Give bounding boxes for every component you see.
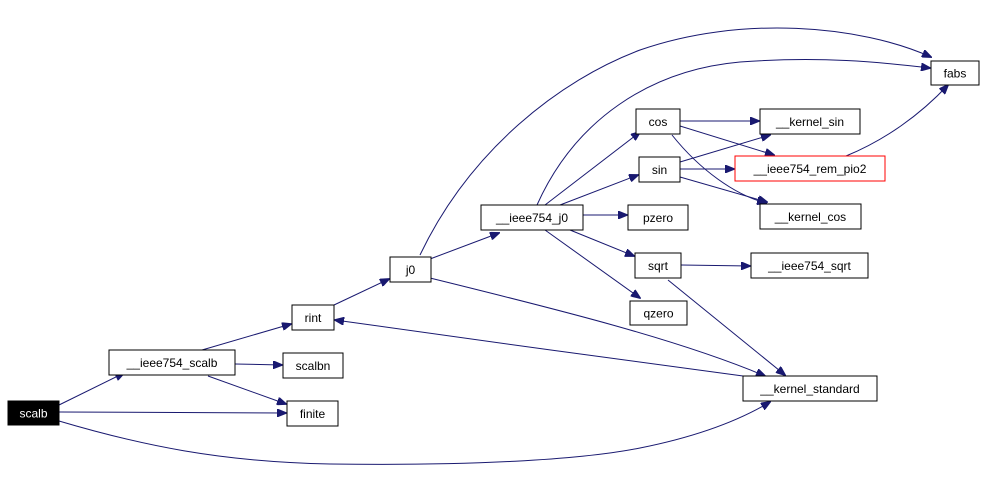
node-label-ieee754-j0: __ieee754_j0 [495, 211, 568, 225]
node-scalbn[interactable]: scalbn [282, 352, 344, 379]
node-scalb[interactable]: scalb [7, 400, 60, 426]
edge-ieee754-scalb-finite [207, 375, 286, 404]
node-sqrt[interactable]: sqrt [634, 252, 682, 279]
node-label-kernel-cos: __kernel_cos [774, 210, 846, 224]
node-label-fabs: fabs [944, 67, 967, 81]
edge-sqrt-ieee754-sqrt [680, 265, 750, 266]
node-ieee754-scalb[interactable]: __ieee754_scalb [108, 349, 236, 376]
edge-cos-kernel-cos [671, 134, 766, 203]
edge-j0-fabs [419, 27, 931, 256]
node-finite[interactable]: finite [286, 400, 339, 427]
node-label-kernel-sin: __kernel_sin [775, 115, 844, 129]
node-sin[interactable]: sin [638, 156, 681, 183]
edge-kernel-standard-rint [335, 320, 744, 377]
node-label-sin: sin [652, 163, 667, 177]
node-ieee754-rem-pio2[interactable]: __ieee754_rem_pio2 [734, 155, 886, 182]
node-j0[interactable]: j0 [389, 256, 432, 283]
edges [58, 27, 948, 465]
edge-ieee754-rem-pio2-fabs [845, 85, 948, 157]
edge-sin-kernel-sin [679, 135, 770, 163]
node-label-scalb: scalb [19, 407, 47, 421]
edge-ieee754-scalb-scalbn [234, 364, 282, 365]
nodes: scalb __ieee754_scalb finite rint scalbn… [7, 60, 980, 427]
edge-scalb-ieee754-scalb [58, 373, 124, 406]
node-qzero[interactable]: qzero [629, 300, 688, 326]
node-ieee754-j0[interactable]: __ieee754_j0 [480, 204, 584, 231]
node-rint[interactable]: rint [291, 304, 335, 331]
node-label-rint: rint [305, 311, 322, 325]
node-label-finite: finite [300, 407, 326, 421]
edge-ieee754-j0-sin [559, 175, 638, 206]
edge-sin-kernel-cos [679, 176, 767, 202]
node-cos[interactable]: cos [635, 108, 681, 135]
edge-j0-ieee754-j0 [429, 233, 499, 260]
node-kernel-cos[interactable]: __kernel_cos [759, 203, 862, 230]
edge-rint-j0 [333, 279, 389, 306]
node-pzero[interactable]: pzero [627, 204, 689, 231]
node-label-cos: cos [649, 115, 668, 129]
edge-sqrt-kernel-standard [667, 279, 785, 375]
edge-ieee754-j0-cos [544, 132, 640, 206]
node-label-ieee754-rem-pio2: __ieee754_rem_pio2 [753, 162, 867, 176]
edge-ieee754-scalb-rint [201, 324, 291, 351]
node-kernel-sin[interactable]: __kernel_sin [759, 108, 861, 135]
edge-j0-kernel-standard [429, 277, 765, 376]
node-label-qzero: qzero [643, 307, 673, 321]
node-label-j0: j0 [405, 263, 416, 277]
edge-ieee754-j0-qzero [544, 229, 640, 298]
edge-scalb-finite [58, 412, 286, 413]
edge-ieee754-j0-sqrt [569, 229, 634, 256]
node-fabs[interactable]: fabs [930, 60, 980, 86]
node-label-ieee754-scalb: __ieee754_scalb [126, 356, 218, 370]
node-kernel-standard[interactable]: __kernel_standard [742, 375, 878, 402]
edge-scalb-kernel-standard [58, 402, 770, 465]
edge-ieee754-j0-fabs [536, 59, 930, 206]
edge-cos-ieee754-rem-pio2 [679, 125, 774, 155]
node-ieee754-sqrt[interactable]: __ieee754_sqrt [750, 252, 869, 279]
node-label-scalbn: scalbn [296, 359, 331, 373]
node-label-pzero: pzero [643, 211, 673, 225]
node-label-sqrt: sqrt [648, 259, 669, 273]
node-label-ieee754-sqrt: __ieee754_sqrt [767, 259, 851, 273]
node-label-kernel-standard: __kernel_standard [759, 382, 859, 396]
